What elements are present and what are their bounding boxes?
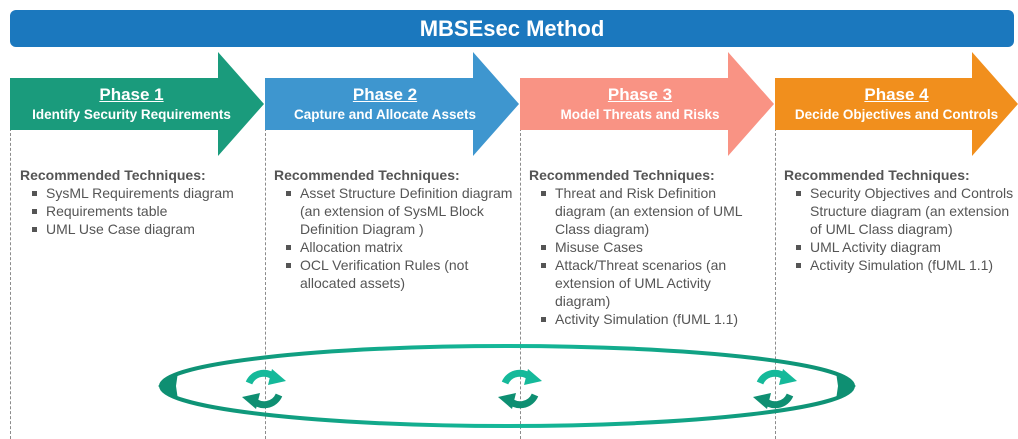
column-divider [775, 128, 776, 439]
phase-1-subtitle: Identify Security Requirements [32, 106, 231, 122]
refresh-icon [498, 369, 542, 409]
technique-item: OCL Verification Rules (not allocated as… [274, 256, 516, 292]
phase-4-title: Phase 4 [864, 84, 929, 104]
technique-item: Security Objectives and Controls Structu… [784, 184, 1018, 238]
techniques-heading: Recommended Techniques: [529, 167, 715, 183]
techniques-heading: Recommended Techniques: [20, 167, 206, 183]
phase-1-label: Phase 1 Identify Security Requirements [10, 78, 253, 130]
technique-item: Asset Structure Definition diagram (an e… [274, 184, 516, 238]
cycle-ellipse [159, 344, 855, 428]
technique-item: SysML Requirements diagram [20, 184, 256, 202]
technique-item: Activity Simulation (fUML 1.1) [529, 310, 761, 328]
technique-item: Attack/Threat scenarios (an extension of… [529, 256, 761, 310]
technique-item: UML Use Case diagram [20, 220, 256, 238]
phase-4-subtitle: Decide Objectives and Controls [794, 106, 999, 122]
refresh-icon [753, 369, 797, 409]
phase-2-subtitle: Capture and Allocate Assets [293, 106, 477, 122]
technique-item: UML Activity diagram [784, 238, 1018, 256]
techniques-list: Security Objectives and Controls Structu… [784, 184, 1018, 274]
phase-1-title: Phase 1 [99, 84, 164, 104]
technique-item: Allocation matrix [274, 238, 516, 256]
phase-3-techniques: Recommended Techniques: Threat and Risk … [529, 166, 761, 328]
techniques-heading: Recommended Techniques: [784, 167, 970, 183]
techniques-list: Asset Structure Definition diagram (an e… [274, 184, 516, 292]
phase-2-techniques: Recommended Techniques: Asset Structure … [274, 166, 516, 292]
technique-item: Requirements table [20, 202, 256, 220]
refresh-icon [242, 369, 286, 409]
phase-4-techniques: Recommended Techniques: Security Objecti… [784, 166, 1018, 274]
cycle-arrowhead-left-icon [158, 372, 178, 400]
phase-3-label: Phase 3 Model Threats and Risks [520, 78, 760, 130]
phase-3-subtitle: Model Threats and Risks [560, 106, 720, 122]
techniques-list: SysML Requirements diagram Requirements … [20, 184, 256, 238]
phase-3-title: Phase 3 [607, 84, 673, 104]
technique-item: Threat and Risk Definition diagram (an e… [529, 184, 761, 238]
techniques-list: Threat and Risk Definition diagram (an e… [529, 184, 761, 328]
phase-2-title: Phase 2 [352, 84, 418, 104]
method-banner: MBSEsec Method [10, 10, 1014, 47]
techniques-heading: Recommended Techniques: [274, 167, 460, 183]
phase-1-techniques: Recommended Techniques: SysML Requiremen… [20, 166, 256, 238]
technique-item: Misuse Cases [529, 238, 761, 256]
method-title: MBSEsec Method [419, 15, 605, 41]
phase-2-label: Phase 2 Capture and Allocate Assets [265, 78, 505, 130]
technique-item: Activity Simulation (fUML 1.1) [784, 256, 1018, 274]
cycle-arrowhead-right-icon [836, 372, 856, 400]
column-divider [265, 128, 266, 439]
phase-4-label: Phase 4 Decide Objectives and Controls [775, 78, 1018, 130]
column-divider [520, 128, 521, 439]
iteration-cycle [158, 344, 856, 428]
column-divider [10, 128, 11, 439]
